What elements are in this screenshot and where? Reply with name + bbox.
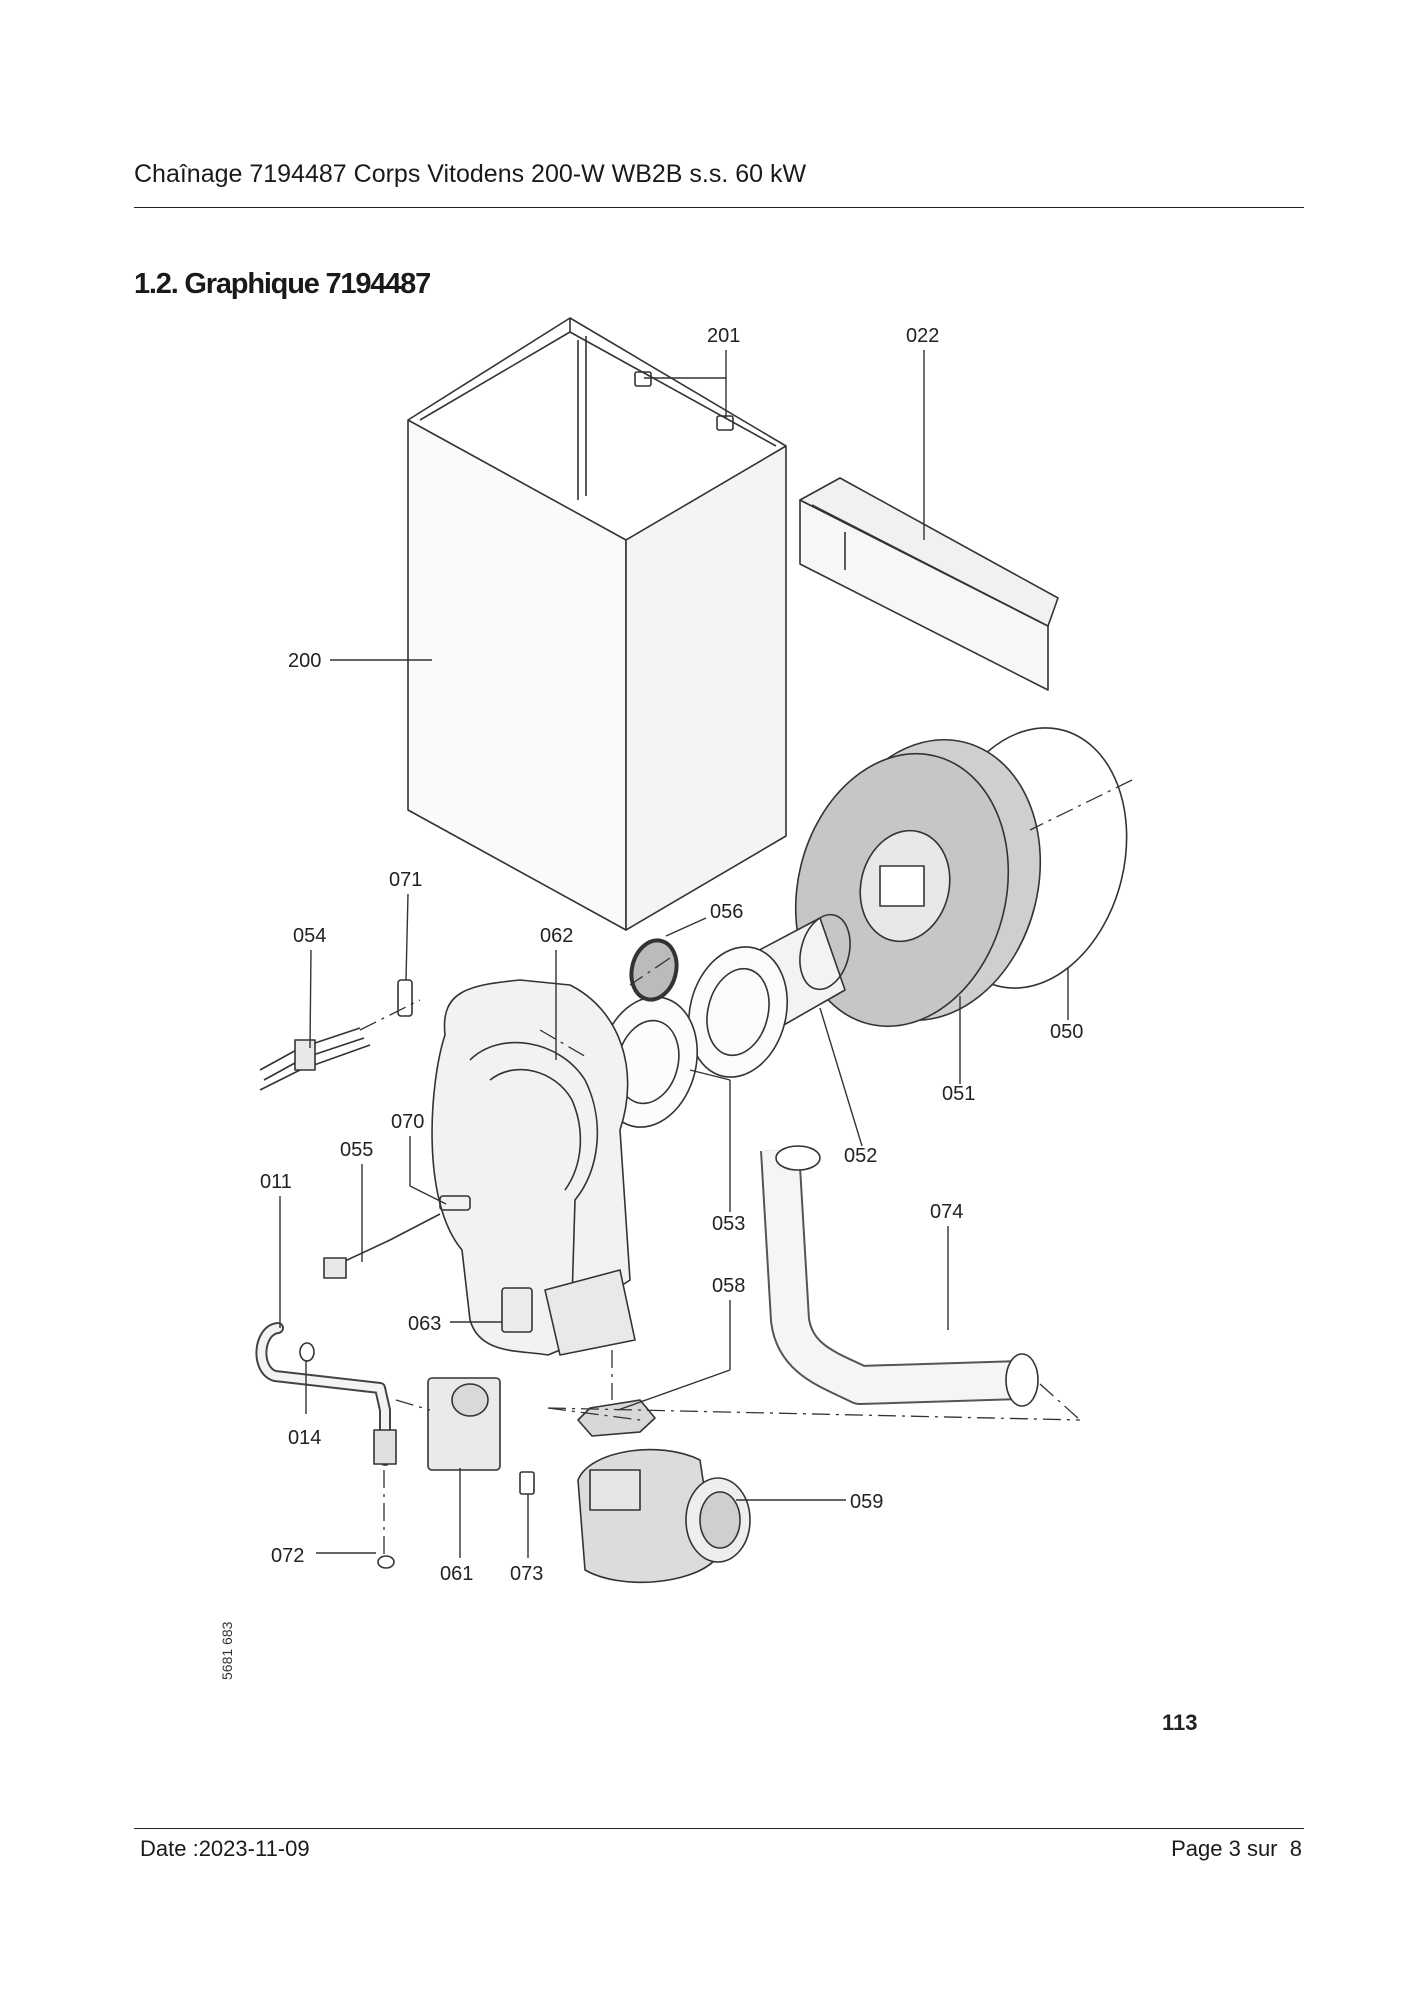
- label-070: 070: [391, 1111, 424, 1133]
- label-056: 056: [710, 901, 743, 923]
- insulation-part-051: [794, 738, 1042, 1028]
- label-072: 072: [271, 1545, 304, 1567]
- component-part-063: [501, 1287, 533, 1333]
- label-014: 014: [288, 1427, 321, 1449]
- bracket-part-070: [439, 1195, 471, 1211]
- label-058: 058: [712, 1275, 745, 1297]
- footer-date: Date :2023-11-09: [140, 1836, 310, 1861]
- burner-housing-part-062: [431, 979, 636, 1356]
- gasket-part-058: [577, 1399, 656, 1437]
- label-071: 071: [389, 869, 422, 891]
- clips-part-201: [634, 371, 734, 431]
- diagram-page-number: 113: [1162, 1710, 1198, 1735]
- label-011: 011: [260, 1171, 292, 1193]
- label-022: 022: [906, 325, 939, 347]
- label-059: 059: [850, 1491, 883, 1513]
- label-074: 074: [930, 1201, 963, 1223]
- section-title: 1.2. Graphique 7194487: [134, 268, 431, 300]
- clip-part-073: [519, 1471, 535, 1495]
- label-061: 061: [440, 1563, 473, 1585]
- footer-pagination: Page 3 sur 8: [1171, 1836, 1302, 1862]
- label-050: 050: [1050, 1021, 1083, 1043]
- leader-lines: [279, 350, 1069, 1558]
- casing-part-200: [407, 317, 787, 931]
- seal-part-072: [377, 1555, 395, 1569]
- label-052: 052: [844, 1145, 877, 1167]
- air-pipe-part-074: [760, 1145, 1039, 1407]
- ionisation-electrode-part-055: [323, 1213, 441, 1279]
- ignition-electrode-part-054: [259, 1027, 371, 1091]
- gas-pipe-part-011: [255, 1322, 391, 1466]
- cover-panel-part-022: [799, 477, 1059, 691]
- document-header-title: Chaînage 7194487 Corps Vitodens 200-W WB…: [134, 160, 807, 188]
- label-055: 055: [340, 1139, 373, 1161]
- footer-page-label: Page 3 sur: [1171, 1836, 1278, 1861]
- label-063: 063: [408, 1313, 441, 1335]
- label-051: 051: [942, 1083, 975, 1105]
- label-054: 054: [293, 925, 326, 947]
- drawing-number: 5681 683: [219, 1621, 235, 1680]
- gasket-part-056: [629, 938, 679, 1002]
- burner-tube-part-052: [687, 913, 851, 1078]
- label-201: 201: [707, 325, 740, 347]
- footer-page-total: 8: [1289, 1836, 1302, 1861]
- gas-valve-part-061: [427, 1377, 501, 1471]
- fan-part-059: [577, 1448, 751, 1584]
- label-073: 073: [510, 1563, 543, 1585]
- bracket-part-071: [397, 979, 413, 1017]
- label-053: 053: [712, 1213, 745, 1235]
- seal-part-014: [299, 1342, 315, 1362]
- label-062: 062: [540, 925, 573, 947]
- label-200: 200: [288, 650, 321, 672]
- footer-divider: [134, 1828, 1304, 1829]
- header-divider: [134, 207, 1304, 208]
